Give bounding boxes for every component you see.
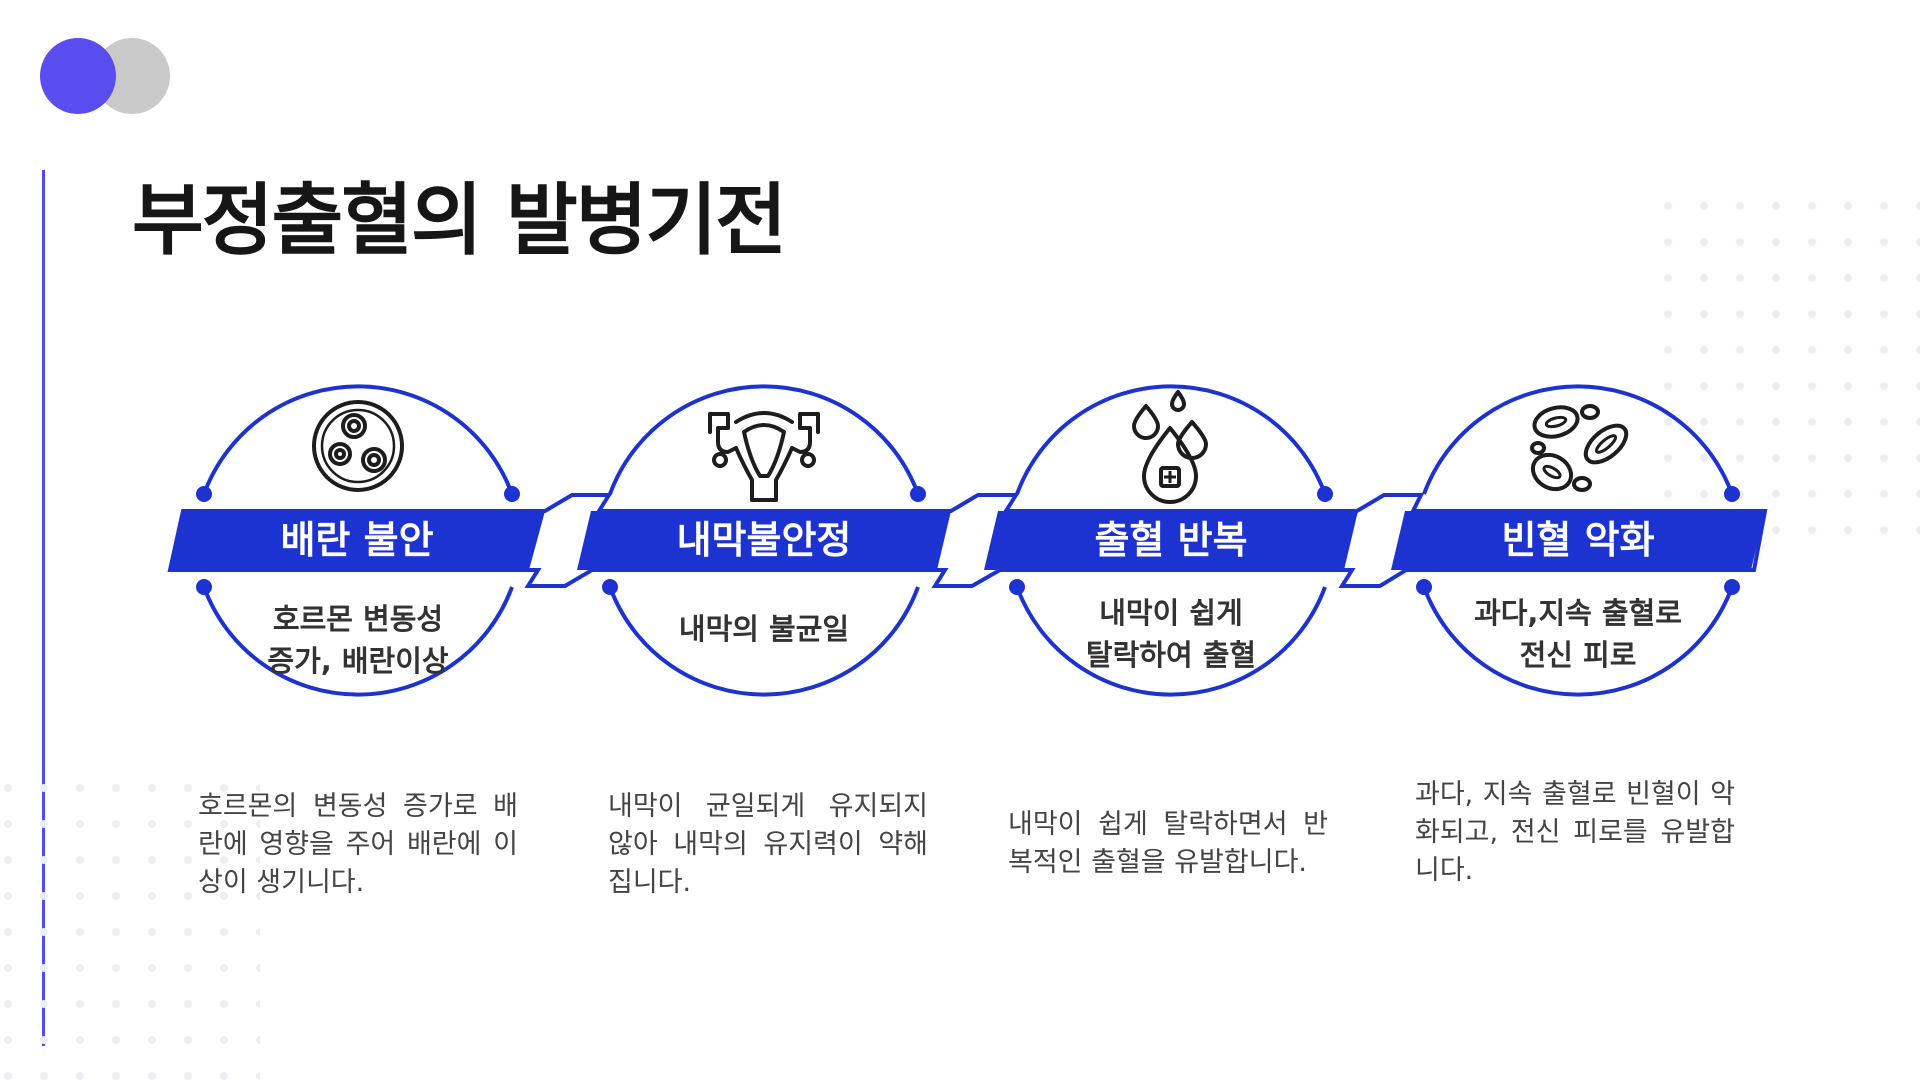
step-4-arc-bottom [1422,586,1734,697]
step-1-arc-bottom [202,586,514,697]
step-1-dot [196,486,212,502]
logo-blue-circle [40,38,116,114]
step-1-arc-top [202,384,514,495]
step-1-dot [196,579,212,595]
step-2-description: 내막이 균일되게 유지되지 않아 내막의 유지력이 약해 집니다. [608,791,928,898]
step-1-dot [504,486,520,502]
step-4-subtitle: 과다,지속 출혈로 전신 피로 [1474,596,1682,672]
red-blood-cells-icon [1530,404,1629,492]
step-3-band [984,511,1358,570]
left-accent-line [42,170,45,1046]
step-2-dot [602,579,618,595]
step-1-subtitle: 호르몬 변동성 증가, 배란이상 [267,602,449,678]
step-2-label: 내막불안정 [676,518,852,562]
step-3-description: 내막이 쉽게 탈락하면서 반복적인 출혈을 유발합니다. [1008,809,1328,878]
step-1-description: 호르몬의 변동성 증가로 배란에 영향을 주어 배란에 이상이 생기니다. [198,791,518,898]
step-3-dot [1317,486,1333,502]
step-3-arc-bottom [1015,586,1327,697]
step-2-arc-top [608,384,920,495]
step-3-label: 출혈 반복 [1094,518,1248,562]
step-4-band [1391,511,1765,570]
step-2-dot [910,486,926,502]
step-4-label: 빈혈 악화 [1501,518,1655,562]
step-3-subtitle: 내막이 쉽게 탈락하여 출혈 [1085,596,1257,672]
step-2-band [577,511,951,570]
step-4-description: 과다, 지속 출혈로 빈혈이 악화되고, 전신 피로를 유발합니다. [1415,779,1735,886]
step-3-dot [1009,579,1025,595]
dot-pattern-left [0,780,260,1080]
dot-pattern-right [1660,198,1920,558]
step-4-dot [1416,579,1432,595]
step-4-arc-top [1422,384,1734,495]
logo [40,38,170,114]
step-1 [170,384,545,697]
step-4 [1391,384,1765,697]
page-title: 부정출혈의 발병기전 [132,176,787,266]
step-2-arc-bottom [608,586,920,697]
step-3-arc-top [1015,384,1327,495]
step-4-dot [1724,579,1740,595]
blood-drops-icon [1132,390,1208,504]
step-1-band [170,511,545,570]
uterus-icon [708,411,820,502]
step-2-subtitle: 내막의 불균일 [678,612,850,646]
step-1-label: 배란 불안 [280,518,434,562]
step-3 [984,384,1358,697]
step-2 [577,384,951,697]
cell-icon [312,400,404,492]
step-4-dot [1724,486,1740,502]
